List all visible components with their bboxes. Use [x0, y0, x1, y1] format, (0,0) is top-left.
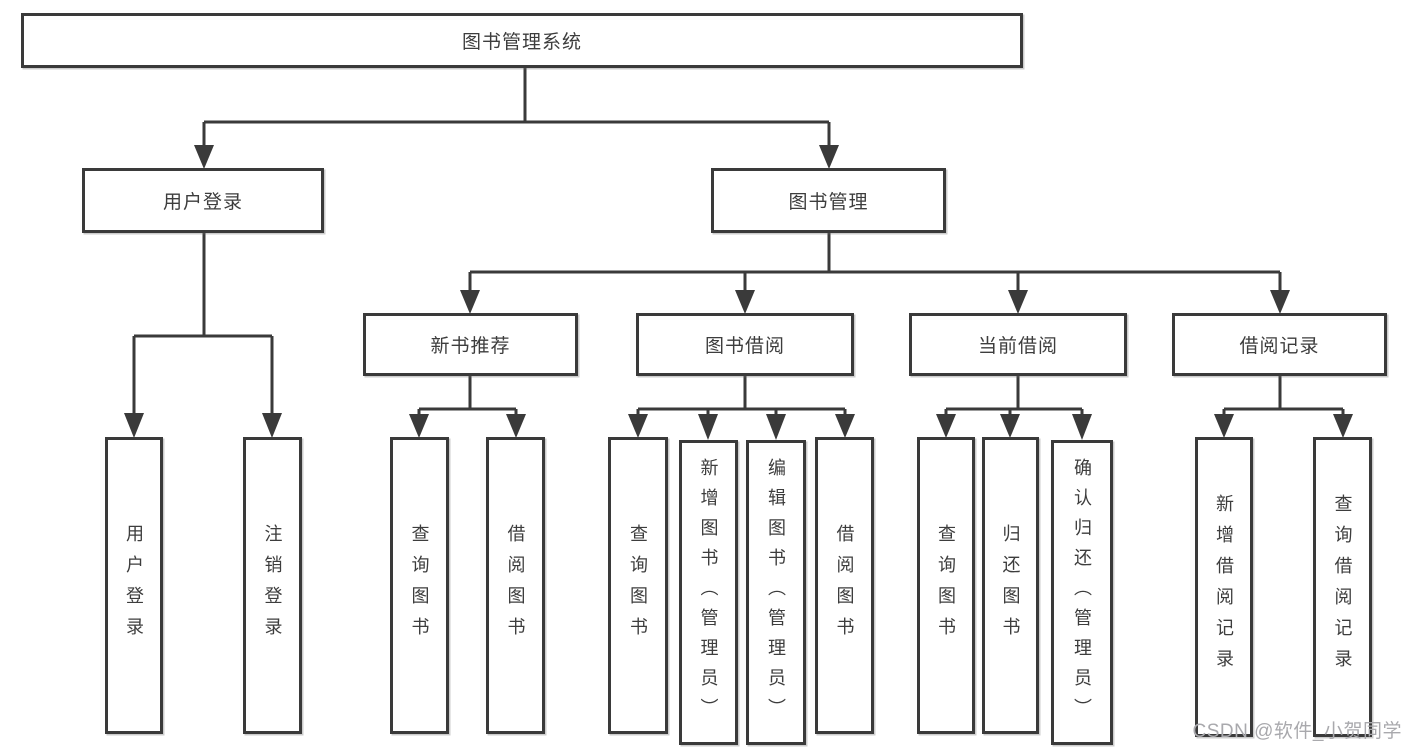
- leaf-add-book-admin: 新增图书（管理员）: [679, 440, 738, 745]
- leaf-query-books-recommend: 查询图书: [390, 437, 449, 734]
- node-new-book-recommend: 新书推荐: [363, 313, 578, 376]
- node-user-login: 用户登录: [82, 168, 324, 233]
- leaf-edit-book-admin: 编辑图书（管理员）: [746, 440, 806, 745]
- node-book-borrow: 图书借阅: [636, 313, 854, 376]
- node-root: 图书管理系统: [21, 13, 1023, 68]
- node-book-management: 图书管理: [711, 168, 946, 233]
- leaf-logout: 注销登录: [243, 437, 302, 734]
- watermark: CSDN @软件_小贺同学: [1192, 721, 1402, 742]
- leaf-borrow-books: 借阅图书: [815, 437, 874, 734]
- leaf-borrow-books-recommend: 借阅图书: [486, 437, 545, 734]
- leaf-query-books-borrow: 查询图书: [608, 437, 668, 734]
- leaf-return-books: 归还图书: [982, 437, 1039, 734]
- node-borrow-records: 借阅记录: [1172, 313, 1387, 376]
- leaf-query-books-current: 查询图书: [917, 437, 975, 734]
- leaf-user-login: 用户登录: [105, 437, 163, 734]
- leaf-add-borrow-record: 新增借阅记录: [1195, 437, 1253, 737]
- node-current-borrow: 当前借阅: [909, 313, 1127, 376]
- leaf-confirm-return-admin: 确认归还（管理员）: [1051, 440, 1113, 745]
- leaf-query-borrow-record: 查询借阅记录: [1313, 437, 1372, 737]
